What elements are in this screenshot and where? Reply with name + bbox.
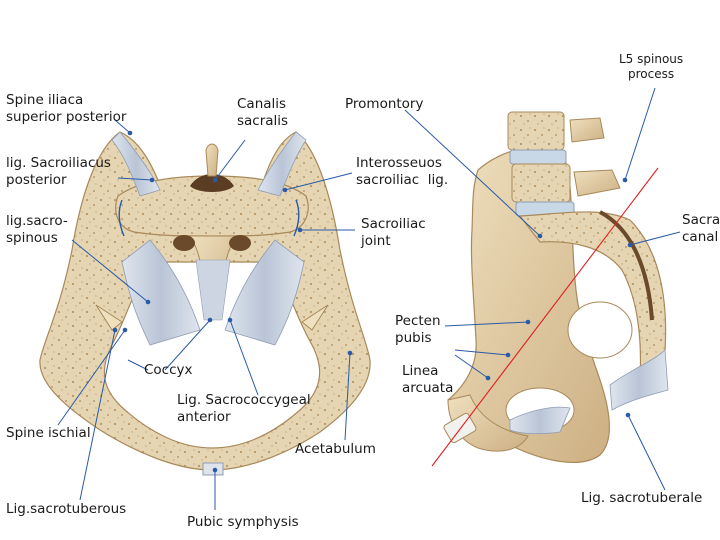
- leader-acetabulum: [344, 352, 351, 441]
- leader-linea-arcuata-2: [454, 354, 489, 379]
- sacrotuberous-ligament: [609, 349, 669, 411]
- leader-sacral-canal: [629, 231, 681, 246]
- leader-promontory: [404, 109, 541, 237]
- leader-lines: [57, 87, 681, 510]
- lumbar-vertebra: [507, 111, 565, 151]
- hemipelvis-medial-view: [431, 111, 669, 467]
- label-lig-sacrotuberous: Lig.sacrotuberous: [6, 501, 127, 517]
- label-canalis-sacralis: Canalis sacralis: [237, 96, 289, 129]
- sacral-canal-opening: [190, 174, 234, 192]
- sacroiliac-joint-right: [293, 199, 300, 237]
- intervertebral-disc: [509, 149, 567, 165]
- pelvis-superior-view: [39, 131, 371, 476]
- sacral-foramen: [173, 235, 195, 251]
- leader-spine-iliaca: [114, 119, 131, 134]
- ischial-spine-right: [301, 304, 329, 331]
- sacrospinous-ligament-right: [224, 239, 305, 346]
- leader-sacrococcygeal: [229, 319, 259, 396]
- spinous-process: [569, 117, 605, 143]
- label-linea-arcuata: Linea arcuata: [402, 363, 454, 396]
- label-sacral-canal: Sacra canal: [682, 212, 720, 245]
- label-pecten-pubis: Pecten pubis: [395, 313, 441, 346]
- leader-sacrospinous: [71, 239, 149, 303]
- leader-dots: [112, 130, 633, 473]
- pelvic-axis-line: [431, 167, 659, 467]
- leader-canalis: [214, 139, 246, 181]
- leader-interosseous: [284, 172, 353, 191]
- sacral-foramen: [229, 235, 251, 251]
- leader-sacrotuberous: [79, 329, 116, 501]
- label-acetabulum: Acetabulum: [295, 441, 376, 457]
- label-lig-sacrococcygeal-anterior: Lig. Sacrococcygeal anterior: [177, 392, 311, 425]
- leader-coccyx: [127, 359, 149, 371]
- leader-l5-spinous: [624, 87, 656, 181]
- sacroiliac-joint-left: [118, 199, 125, 237]
- leader-sacrotuberale: [627, 414, 666, 491]
- ischial-spine-left: [95, 304, 123, 331]
- label-spine-iliaca-superior-posterior: Spine iliaca superior posterior: [6, 92, 127, 125]
- lumbar-vertebra-l5: [511, 163, 571, 203]
- posterior-sacroiliac-ligament-right: [257, 131, 307, 197]
- l5-spinous-process: [573, 169, 621, 197]
- leader-coccyx-2: [164, 319, 211, 371]
- median-sacral-crest: [205, 143, 219, 177]
- label-spine-ischial: Spine ischial: [6, 425, 91, 441]
- leader-linea-arcuata-1: [454, 349, 509, 356]
- label-l5-spinous-process: L5 spinous process: [619, 52, 684, 81]
- sacral-canal-line: [599, 210, 654, 321]
- greater-sciatic-foramen: [567, 301, 633, 359]
- leader-pecten-pubis: [444, 321, 529, 327]
- obturator-membrane: [509, 406, 571, 435]
- label-sacroiliac-joint: Sacroiliac joint: [361, 216, 426, 249]
- label-lig-sacrospinous: lig.sacro- spinous: [6, 213, 68, 246]
- label-pubic-symphysis: Pubic symphysis: [187, 514, 299, 530]
- leader-sacroiliacus-post: [117, 177, 153, 181]
- label-lig-sacrotuberale: Lig. sacrotuberale: [581, 490, 703, 506]
- symphysis-surface: [443, 412, 477, 444]
- label-lig-sacroiliacus-posterior: lig. Sacroiliacus posterior: [6, 155, 111, 188]
- leader-spine-ischial: [57, 329, 126, 426]
- label-interosseous-sacroiliac-lig: Interosseuos sacroiliac lig.: [356, 155, 449, 188]
- sacrococcygeal-ligament: [195, 259, 231, 321]
- label-coccyx: Coccyx: [144, 362, 193, 378]
- label-promontory: Promontory: [345, 96, 424, 112]
- sacrospinous-ligament-left: [121, 239, 201, 346]
